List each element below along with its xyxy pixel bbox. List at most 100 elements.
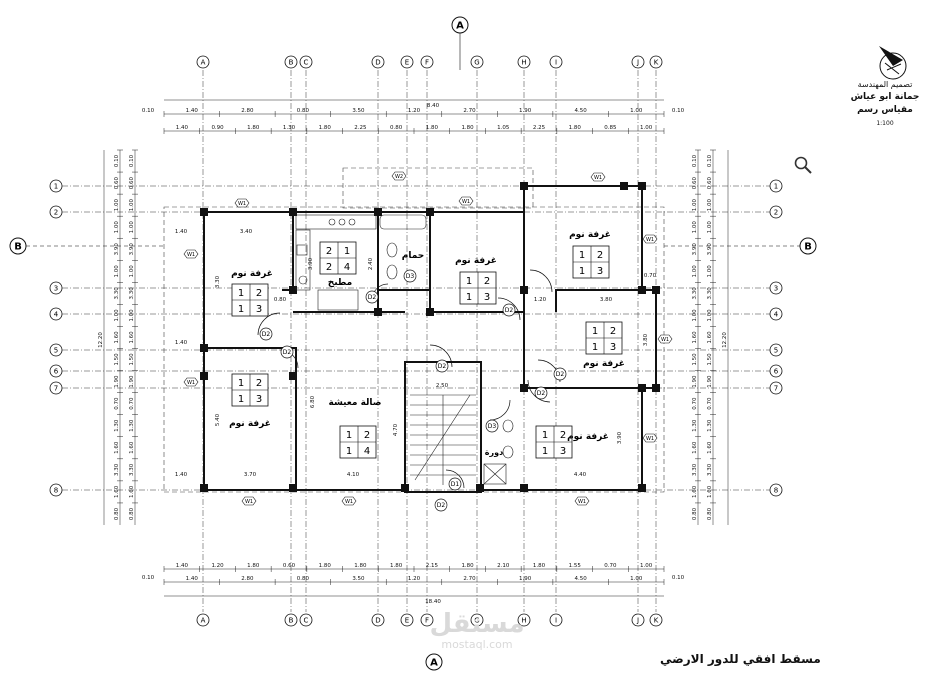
- room-code-digit: 1: [346, 430, 352, 441]
- grid-bubble-col: [299, 55, 313, 69]
- dim-top-row2: 1.80: [461, 125, 474, 131]
- room-code-digit: 4: [364, 446, 370, 457]
- dim-left-side: 0.80: [114, 507, 120, 520]
- dim-bottom-row1: 0.60: [283, 563, 296, 569]
- room-code-digit: 1: [344, 246, 350, 257]
- dim-bottom-row2: 1.40: [186, 576, 199, 582]
- dim-top-row2: 1.80: [319, 125, 332, 131]
- section-mark-b-label: B: [14, 242, 22, 253]
- dim-top-row2: 1.30: [283, 125, 296, 131]
- room-code-digit: 3: [597, 266, 603, 277]
- column: [200, 484, 208, 492]
- dim-right-side-2: 3.30: [707, 463, 713, 476]
- dim-misc-f: 1.40: [175, 472, 188, 478]
- dim-bottom-row1: 1.80: [354, 563, 367, 569]
- grid-bubble-col: [284, 55, 298, 69]
- dim-bed-nw-w: 3.40: [240, 229, 253, 235]
- dim-stair-w: 2.50: [436, 383, 449, 389]
- grid-bubble-col: [400, 613, 414, 627]
- grid-bubble-row: [769, 179, 783, 193]
- dim-left-side-2: 0.10: [129, 154, 135, 167]
- dim-left-side: 1.00: [114, 221, 120, 234]
- room-code-digit: 2: [484, 276, 490, 287]
- grid-bubble-row: [49, 483, 63, 497]
- dim-top-row1: 2.80: [241, 108, 254, 114]
- title-block: تصميم المهندسة جمانة ابو عياش مقياس رسم …: [830, 38, 940, 130]
- door-tag: [448, 477, 462, 491]
- grid-label-row: 5: [54, 347, 58, 355]
- room-label-bed-nw: غرفة نوم: [231, 269, 273, 279]
- dim-right-side-2: 1.60: [707, 331, 713, 344]
- dim-right-side-2: 1.50: [707, 353, 713, 366]
- door-tag-label: D2: [437, 502, 446, 509]
- door-tag: [534, 386, 548, 400]
- dim-left-side-2: 1.60: [129, 331, 135, 344]
- column: [638, 182, 646, 190]
- dim-bottom-row2: 1.00: [630, 576, 643, 582]
- room-code-digit: 4: [344, 262, 350, 273]
- dim-hall-h: 6.80: [310, 395, 316, 408]
- door-tag-label: D2: [368, 294, 377, 301]
- dim-left-side-2: 0.60: [129, 176, 135, 189]
- watermark-latin: mostaql.com: [441, 638, 513, 651]
- dim-top-row2: 1.05: [497, 125, 510, 131]
- dim-right-side-2: 0.10: [707, 154, 713, 167]
- room-code-digit: 2: [326, 262, 332, 273]
- dim-bottom-row1: 1.80: [247, 563, 260, 569]
- door-tag: [502, 303, 516, 317]
- grid-label-col: F: [425, 59, 429, 67]
- grid-bubble-col: [649, 613, 663, 627]
- window-tag-label: W1: [594, 175, 602, 181]
- section-mark-b-label: B: [804, 242, 812, 253]
- dim-left-side-2: 1.00: [129, 199, 135, 212]
- dim-bottom-row2: 4.50: [575, 576, 588, 582]
- grid-label-col: C: [304, 617, 309, 625]
- dim-top-row1: 1.00: [630, 108, 643, 114]
- grid-label-row: 1: [54, 183, 58, 191]
- dim-edge: 0.10: [672, 108, 685, 114]
- column: [476, 484, 484, 492]
- magnifier-icon[interactable]: [794, 156, 812, 174]
- grid-bubble-row: [769, 483, 783, 497]
- door-swings: [257, 269, 561, 489]
- room-code-digit: 1: [238, 288, 244, 299]
- room-label-kitchen: مطبخ: [328, 278, 353, 288]
- door-tag-label: D1: [451, 481, 460, 488]
- grid-bubble-col: [400, 55, 414, 69]
- dim-stair-h: 4.70: [393, 423, 399, 436]
- window-tag-label: W1: [187, 380, 195, 386]
- dim-left-side-2: 0.80: [129, 507, 135, 520]
- grid-label-col: I: [555, 617, 557, 625]
- dim-right-side-2: 3.90: [707, 243, 713, 256]
- window-tag: [183, 249, 199, 259]
- room-code-digit: 3: [610, 342, 616, 353]
- grid-label-col: B: [289, 59, 294, 67]
- grid-bubble-col: [631, 613, 645, 627]
- dim-misc-d: 0.70: [644, 273, 657, 279]
- dim-top-row2: 1.00: [640, 125, 653, 131]
- room-code-digit: 1: [579, 250, 585, 261]
- dim-bottom-row2: 1.90: [519, 576, 532, 582]
- grid-bubble-col: [420, 55, 434, 69]
- grid-label-row: 3: [774, 285, 778, 293]
- dim-top-row2: 0.90: [211, 125, 224, 131]
- dim-right-side: 1.00: [692, 309, 698, 322]
- room-code-digit: 2: [256, 288, 262, 299]
- grid-bubble-row: [49, 281, 63, 295]
- window-tag: [574, 496, 590, 506]
- dim-left-side-2: 1.00: [129, 309, 135, 322]
- dim-right-side-2: 1.60: [707, 485, 713, 498]
- dim-edge: 0.10: [142, 108, 155, 114]
- column: [374, 308, 382, 316]
- dim-left-side: 0.10: [114, 154, 120, 167]
- grid-bubble-col: [299, 613, 313, 627]
- dim-left-side: 1.60: [114, 485, 120, 498]
- dim-right-side-2: 0.60: [707, 176, 713, 189]
- column: [638, 384, 646, 392]
- column: [520, 182, 528, 190]
- stair-break-line: [414, 394, 471, 481]
- kitchen-fixtures: [295, 214, 377, 311]
- dim-right-side: 0.10: [692, 154, 698, 167]
